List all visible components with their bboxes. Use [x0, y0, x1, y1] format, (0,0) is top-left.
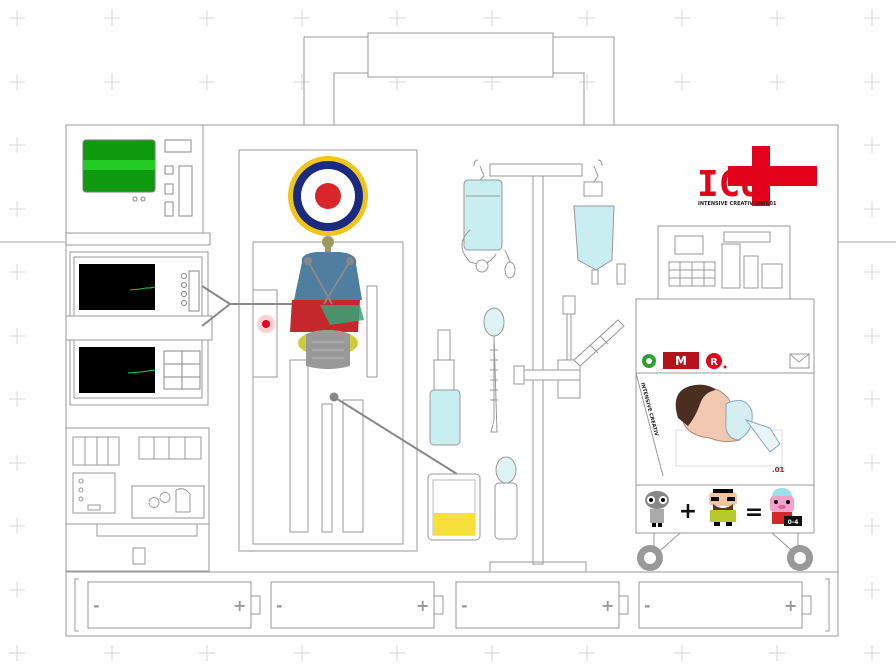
icu-logo[interactable]: ICU INTENSIVE CREATIV UNIT.01 — [697, 146, 817, 207]
monitor-buttons — [164, 139, 193, 217]
chat-icon[interactable] — [642, 354, 656, 368]
battery-4[interactable]: -+ — [638, 581, 812, 629]
pulse-sensor[interactable] — [257, 315, 275, 333]
ecg-monitor-bottom[interactable] — [73, 339, 203, 399]
pig-badge: 0-4 — [788, 519, 799, 526]
battery-1[interactable]: -+ — [87, 581, 261, 629]
battery-plus: + — [784, 596, 797, 615]
green-monitor[interactable] — [82, 139, 156, 202]
r-logo-icon[interactable]: R — [706, 353, 727, 369]
iv-bag-left[interactable] — [461, 165, 516, 279]
icu-subtitle: INTENSIVE CREATIV UNIT.01 — [698, 201, 777, 207]
equation-plus: + — [679, 499, 697, 524]
battery-minus: - — [93, 596, 100, 615]
battery-minus: - — [461, 596, 468, 615]
catheter-line — [329, 392, 458, 475]
patient-photo[interactable]: INTENSIVE CREATIV .01 — [635, 372, 785, 477]
bearded-character[interactable] — [709, 489, 737, 526]
battery-minus: - — [644, 596, 651, 615]
case-handle — [303, 32, 615, 125]
battery-row: -+-+-+-+ — [87, 581, 812, 629]
battery-plus: + — [416, 596, 429, 615]
control-panel — [72, 436, 205, 565]
battery-3[interactable]: -+ — [455, 581, 629, 629]
iv-bag-right[interactable] — [573, 165, 626, 285]
raccoon-character[interactable] — [645, 491, 669, 527]
syringe-pump[interactable] — [513, 295, 625, 399]
ecg-monitor-top[interactable] — [73, 256, 203, 318]
raf-roundel-target[interactable] — [288, 156, 368, 236]
battery-plus: + — [601, 596, 614, 615]
ventilator-machine[interactable] — [657, 225, 791, 301]
nebulizer-bottle[interactable] — [494, 456, 518, 540]
character-equation: + = 0-4 — [645, 488, 802, 527]
m-logo-icon[interactable]: M — [663, 352, 699, 369]
mail-icon[interactable] — [789, 353, 810, 369]
cart-wheel-left[interactable] — [637, 545, 663, 571]
svg-text:M: M — [675, 354, 687, 368]
equation-equals: = — [745, 500, 763, 525]
battery-plus: + — [233, 596, 246, 615]
saline-bottle[interactable] — [429, 329, 461, 446]
svg-text:R: R — [710, 357, 718, 368]
urine-bag[interactable] — [427, 473, 481, 541]
oxygen-mask-drip[interactable] — [483, 307, 505, 433]
battery-2[interactable]: -+ — [270, 581, 444, 629]
photo-number: .01 — [772, 466, 785, 474]
battery-minus: - — [276, 596, 283, 615]
patient-torso — [290, 236, 364, 369]
icu-title: ICU — [697, 164, 762, 205]
cart-wheel-right[interactable] — [787, 545, 813, 571]
pink-pig-character[interactable]: 0-4 — [770, 488, 802, 526]
monitor-shelf — [65, 315, 213, 341]
